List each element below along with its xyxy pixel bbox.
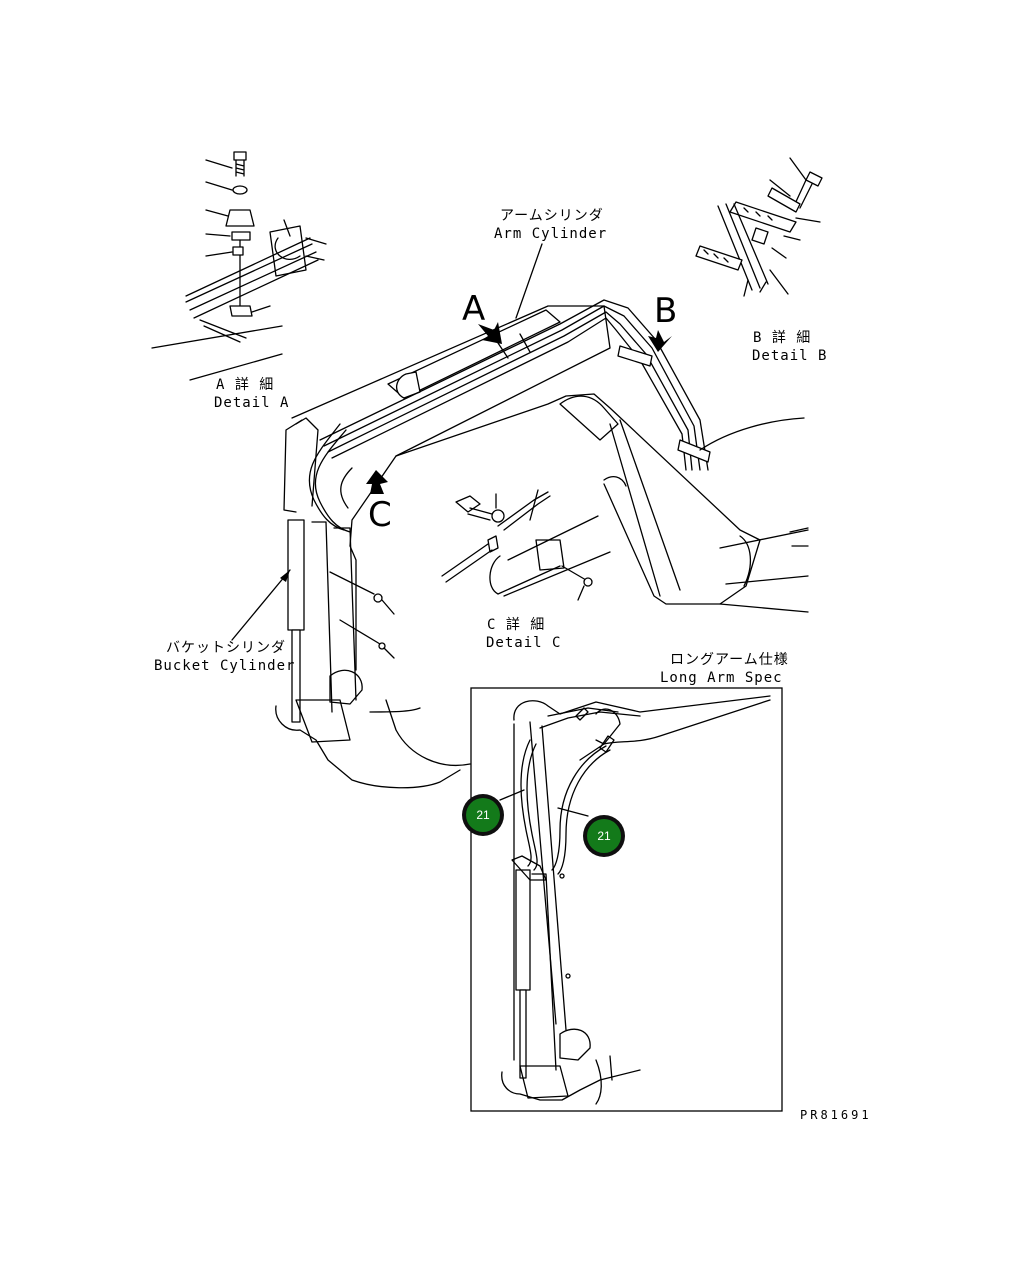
callout-number: 21 <box>597 829 611 843</box>
view-arrow-c <box>366 470 388 494</box>
main-boom-assembly <box>275 299 809 789</box>
detail-b-en-label: Detail B <box>752 348 827 364</box>
part-callout-21-right[interactable]: 21 <box>583 815 625 857</box>
detail-a-drawing <box>151 151 327 381</box>
long-arm-en-label: Long Arm Spec <box>660 670 783 686</box>
view-arrow-a <box>478 322 502 344</box>
part-callout-21-left[interactable]: 21 <box>462 794 504 836</box>
callout-number: 21 <box>476 808 490 822</box>
bucket-cylinder-en-label: Bucket Cylinder <box>154 658 295 674</box>
detail-b-drawing <box>695 157 823 297</box>
bucket-cylinder-jp-label: バケットシリンダ <box>166 640 286 656</box>
long-arm-inset-frame <box>470 687 783 1112</box>
arm-cylinder-jp-label: アームシリンダ <box>500 208 604 224</box>
detail-a-en-label: Detail A <box>214 395 289 411</box>
detail-a-jp-label: A 詳 細 <box>216 377 274 393</box>
arm-cylinder-leader <box>515 243 543 319</box>
bucket-cylinder-leader <box>231 569 291 641</box>
view-arrow-b <box>648 330 672 352</box>
detail-c-jp-label: C 詳 細 <box>487 617 545 633</box>
detail-b-jp-label: B 詳 細 <box>753 330 811 346</box>
arm-cylinder-en-label: Arm Cylinder <box>494 226 607 242</box>
view-letter-c: C <box>368 495 392 535</box>
long-arm-jp-label: ロングアーム仕様 <box>670 652 789 668</box>
drawing-number: PR81691 <box>800 1108 872 1122</box>
detail-c-drawing <box>441 489 611 601</box>
long-arm-drawing <box>499 695 771 1105</box>
detail-c-en-label: Detail C <box>486 635 561 651</box>
view-letter-b: B <box>654 291 677 331</box>
view-letter-a: A <box>462 289 485 329</box>
